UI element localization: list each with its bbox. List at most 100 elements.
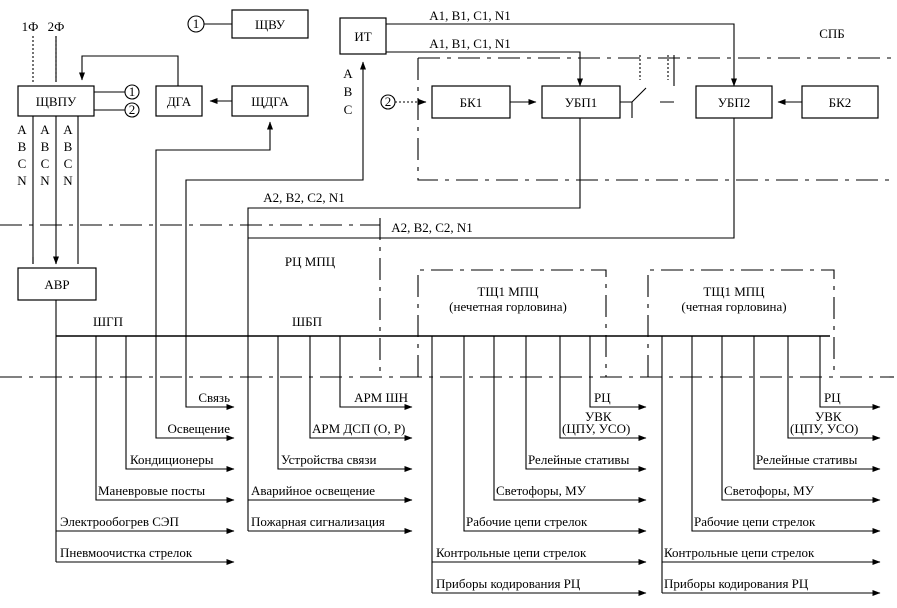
tsch-even-subtitle: (четная горловина): [681, 299, 786, 314]
schvpu-block: [17, 85, 95, 117]
shbp-feeders: [247, 336, 412, 531]
it-block: [339, 17, 387, 55]
dga-block: [155, 85, 203, 117]
phase-letters-col1: A B C N: [17, 122, 27, 188]
svg-text:N: N: [17, 173, 27, 188]
bus-a1-mid-label: A1, B1, C1, N1: [429, 36, 511, 51]
load-pozharnaya-signalizatsiya: Пожарная сигнализация: [251, 514, 385, 529]
bus-a2-label-a: A2, B2, C2, N1: [263, 190, 345, 205]
load-pnevmoochistka: Пневмоочистка стрелок: [60, 545, 193, 560]
svg-text:A: A: [343, 66, 353, 81]
tie-switch-stubs: [631, 55, 675, 118]
svg-text:N: N: [40, 173, 50, 188]
svg-text:B: B: [344, 84, 353, 99]
even-load-releinye-stativy: Релейные стативы: [756, 452, 858, 467]
phase-letters-col3: A B C N: [63, 122, 73, 188]
even-load-rabochie-tsepi: Рабочие цепи стрелок: [694, 514, 816, 529]
marker-1-top-label: 1: [193, 16, 200, 31]
dga-to-schvpu-link: [79, 55, 179, 86]
input-1f-label: 1Ф: [22, 19, 39, 34]
tsch-even-load-labels: РЦ УВК (ЦПУ, УСО) Релейные стативы Свето…: [664, 390, 858, 591]
marker-2-bk1-label: 2: [385, 94, 392, 109]
feed-to-it-line: [185, 61, 366, 336]
tsch-even-zone-boundary: [647, 269, 835, 377]
svg-text:A: A: [40, 122, 50, 137]
svg-text:C: C: [41, 156, 50, 171]
shbp-panel-label: ШБП: [292, 314, 322, 329]
bk2-label: БК2: [829, 95, 852, 110]
even-load-rc: РЦ: [824, 390, 841, 405]
load-arm-shn: АРМ ШН: [354, 390, 408, 405]
load-arm-dsp: АРМ ДСП (О, Р): [312, 421, 405, 436]
load-konditsionery: Кондиционеры: [130, 452, 214, 467]
tie-switch: [620, 87, 674, 103]
svg-text:N: N: [63, 173, 73, 188]
svg-text:C: C: [344, 102, 353, 117]
schvu-block: [231, 9, 309, 39]
ubp2-label: УБП2: [718, 95, 751, 110]
svg-text:C: C: [64, 156, 73, 171]
even-load-cpu-uso: (ЦПУ, УСО): [790, 421, 858, 436]
ubp1-output-a2-line: [247, 118, 581, 336]
odd-load-pribory-kodirovaniya: Приборы кодирования РЦ: [436, 576, 581, 591]
schvpu-marker-links: [94, 91, 125, 111]
svg-text:B: B: [64, 139, 73, 154]
input-2f-label: 2Ф: [48, 19, 65, 34]
load-svyaz: Связь: [198, 390, 230, 405]
even-load-uvk: УВК: [815, 409, 842, 424]
even-load-kontrolnye-tsepi: Контрольные цепи стрелок: [664, 545, 815, 560]
svg-text:A: A: [17, 122, 27, 137]
avr-input-arrows: [32, 257, 56, 264]
schvu-label: ЩВУ: [255, 17, 286, 32]
bus-a2-label-b: A2, B2, C2, N1: [391, 220, 473, 235]
bus-a1-top-label: A1, B1, C1, N1: [429, 8, 511, 23]
ubp2-output-a2-line: [248, 118, 735, 239]
load-avariinoe-osveschenie: Аварийное освещение: [251, 483, 375, 498]
tsch-odd-feeders: [431, 336, 646, 593]
spb-zone-label: СПБ: [819, 26, 845, 41]
odd-load-uvk: УВК: [585, 409, 612, 424]
tsch-even-title: ТЩ1 МПЦ: [703, 284, 765, 299]
marker-1-schvpu-label: 1: [129, 84, 136, 99]
it-label: ИТ: [354, 29, 371, 44]
ubp1-label: УБП1: [565, 95, 598, 110]
odd-load-cpu-uso: (ЦПУ, УСО): [562, 421, 630, 436]
spb-zone-boundary: [417, 57, 894, 181]
it-to-ubp2-line: [386, 23, 737, 87]
feed-to-schdga-line: [155, 121, 273, 336]
even-load-pribory-kodirovaniya: Приборы кодирования РЦ: [664, 576, 809, 591]
tsch-odd-load-labels: РЦ УВК (ЦПУ, УСО) Релейные стативы Свето…: [436, 390, 630, 591]
tsch-odd-zone-boundary: [417, 269, 607, 377]
schdga-label: ЩДГА: [251, 94, 289, 109]
tsch-odd-subtitle: (нечетная горловина): [449, 299, 567, 314]
shgp-feeders: [55, 336, 234, 562]
it-to-ubp1-line: [386, 51, 583, 87]
svg-text:B: B: [41, 139, 50, 154]
load-elektroobogrev: Электрообогрев СЭП: [60, 514, 179, 529]
even-load-svetofory: Светофоры, МУ: [724, 483, 815, 498]
svg-text:A: A: [63, 122, 73, 137]
bk1-label: БК1: [460, 95, 483, 110]
odd-load-releinye-stativy: Релейные стативы: [528, 452, 630, 467]
it-phase-letters: A B C: [343, 66, 353, 117]
avr-label: АВР: [44, 277, 69, 292]
tsch-odd-title: ТЩ1 МПЦ: [477, 284, 539, 299]
odd-load-rabochie-tsepi: Рабочие цепи стрелок: [466, 514, 588, 529]
dga-label: ДГА: [167, 94, 192, 109]
shbp-load-labels: АРМ ШН АРМ ДСП (О, Р) Устройства связи А…: [251, 390, 408, 529]
shgp-load-labels: Связь Освещение Кондиционеры Маневровые …: [60, 390, 230, 560]
schvpu-label: ЩВПУ: [36, 94, 77, 109]
odd-load-rc: РЦ: [594, 390, 611, 405]
phase-letters-col2: A B C N: [40, 122, 50, 188]
tsch-even-feeders: [661, 336, 880, 593]
ubp1-block: [541, 85, 621, 119]
load-osveschenie: Освещение: [168, 421, 231, 436]
load-ustroistva-svyazi: Устройства связи: [281, 452, 376, 467]
marker-2-schvpu-label: 2: [129, 102, 136, 117]
odd-load-kontrolnye-tsepi: Контрольные цепи стрелок: [436, 545, 587, 560]
rc-mpc-zone-label: РЦ МПЦ: [285, 254, 336, 269]
shgp-panel-label: ШГП: [93, 314, 123, 329]
svg-text:B: B: [18, 139, 27, 154]
